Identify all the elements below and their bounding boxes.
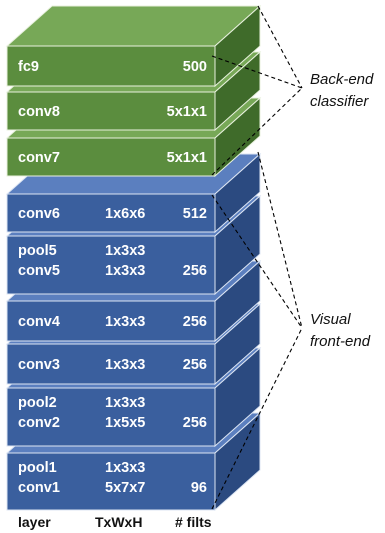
column-header-size: TxWxH bbox=[95, 514, 142, 530]
layer-name: conv1 bbox=[18, 480, 60, 496]
frontend-bracket-line-top bbox=[257, 151, 303, 329]
layer-blocks: pool1 1x3x3 conv1 5x7x7 96 pool2 1x3x3 conv2 1x5… bbox=[5, 4, 262, 512]
layer-filters: 256 bbox=[183, 357, 207, 373]
layer-name: pool2 bbox=[18, 395, 57, 411]
layer-name: pool1 bbox=[18, 460, 57, 476]
block-front-face bbox=[6, 45, 216, 87]
block-front-face bbox=[6, 235, 216, 295]
block-front-face bbox=[6, 452, 216, 511]
block-front-face bbox=[6, 193, 216, 233]
block-front-face bbox=[6, 387, 216, 447]
frontend-bracket bbox=[211, 151, 303, 510]
layer-name: conv3 bbox=[18, 357, 60, 373]
layer-size: 1x6x6 bbox=[105, 206, 145, 222]
layer-size: 1x3x3 bbox=[105, 243, 145, 259]
frontend-bracket-line-mid bbox=[211, 194, 303, 329]
layer-filters: 5x1x1 bbox=[167, 104, 207, 120]
layer-filters: 256 bbox=[183, 415, 207, 431]
frontend-label-line1: Visual bbox=[310, 311, 351, 328]
backend-bracket bbox=[211, 5, 303, 176]
backend-bracket-line-mid bbox=[211, 55, 303, 89]
backend-bracket-line-top bbox=[257, 5, 303, 89]
layer-size: 5x7x7 bbox=[105, 480, 145, 496]
layer-name: conv8 bbox=[18, 104, 60, 120]
block-front-face bbox=[6, 91, 216, 131]
layer-name: conv6 bbox=[18, 206, 60, 222]
layer-size: 1x3x3 bbox=[105, 314, 145, 330]
layer-filters: 512 bbox=[183, 206, 207, 222]
layer-block-fc9: fc9 500 bbox=[5, 4, 262, 88]
layer-filters: 500 bbox=[183, 59, 207, 75]
layer-size: 1x3x3 bbox=[105, 263, 145, 279]
layer-name: conv4 bbox=[18, 314, 60, 330]
layer-size: 1x3x3 bbox=[105, 395, 145, 411]
layer-name: fc9 bbox=[18, 59, 39, 75]
block-front-face bbox=[6, 137, 216, 177]
layer-name: conv2 bbox=[18, 415, 60, 431]
frontend-label-line2: front-end bbox=[310, 333, 371, 350]
layer-filters: 256 bbox=[183, 314, 207, 330]
frontend-bracket-line-bottom bbox=[211, 327, 303, 510]
layer-size: 1x3x3 bbox=[105, 460, 145, 476]
block-front-face bbox=[6, 343, 216, 385]
backend-label-line2: classifier bbox=[310, 93, 369, 110]
layer-size: 1x3x3 bbox=[105, 357, 145, 373]
layer-name: conv5 bbox=[18, 263, 60, 279]
layer-filters: 96 bbox=[191, 480, 207, 496]
backend-label-line1: Back-end bbox=[310, 71, 374, 88]
layer-name: pool5 bbox=[18, 243, 57, 259]
block-front-face bbox=[6, 300, 216, 342]
layer-size: 1x5x5 bbox=[105, 415, 145, 431]
layer-name: conv7 bbox=[18, 150, 60, 166]
column-header-filters: # filts bbox=[175, 514, 212, 530]
column-header-layer: layer bbox=[18, 514, 51, 530]
layer-filters: 256 bbox=[183, 263, 207, 279]
layer-filters: 5x1x1 bbox=[167, 150, 207, 166]
